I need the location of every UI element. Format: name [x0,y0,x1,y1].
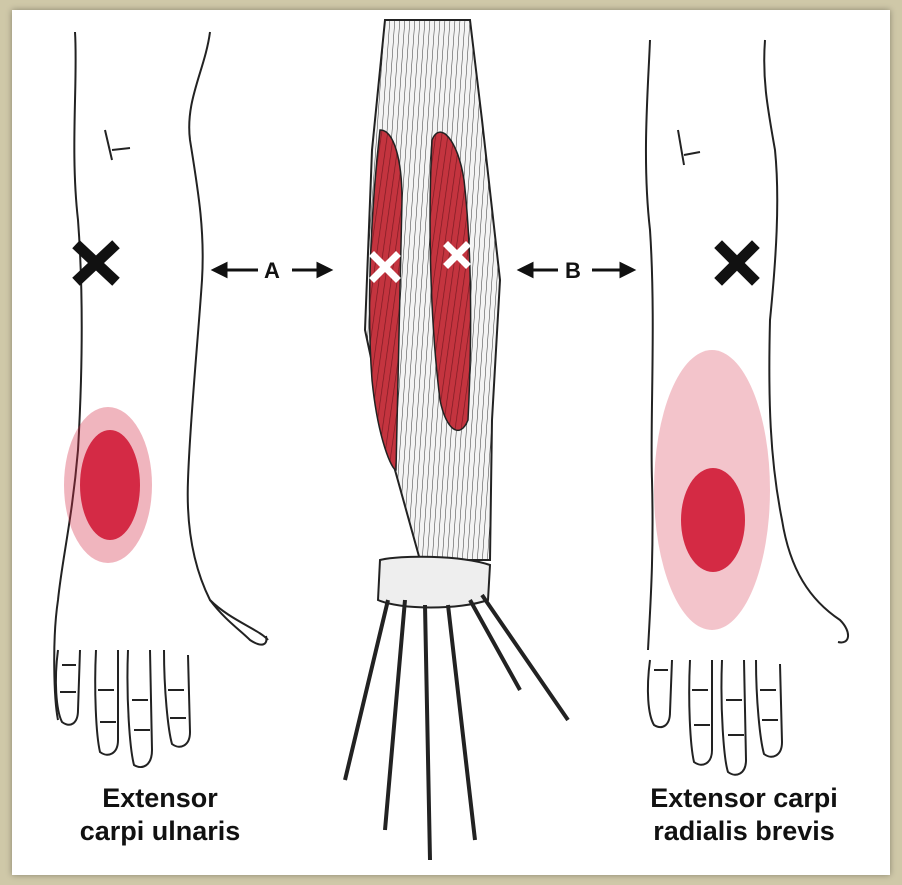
left-referral-zone [64,407,152,563]
label-a: A [264,258,280,284]
center-forearm-muscles [345,20,568,860]
x-mark-icon [80,248,112,278]
x-mark-icon [722,248,752,278]
caption-left-line2: carpi ulnaris [40,815,280,848]
caption-right-line1: Extensor carpi [604,782,884,815]
right-referral-zone [654,350,770,630]
caption-left-line1: Extensor [40,782,280,815]
label-b: B [565,258,581,284]
caption-right: Extensor carpi radialis brevis [604,782,884,848]
caption-left: Extensor carpi ulnaris [40,782,280,848]
left-arm-outline [54,32,268,767]
caption-right-line2: radialis brevis [604,815,884,848]
